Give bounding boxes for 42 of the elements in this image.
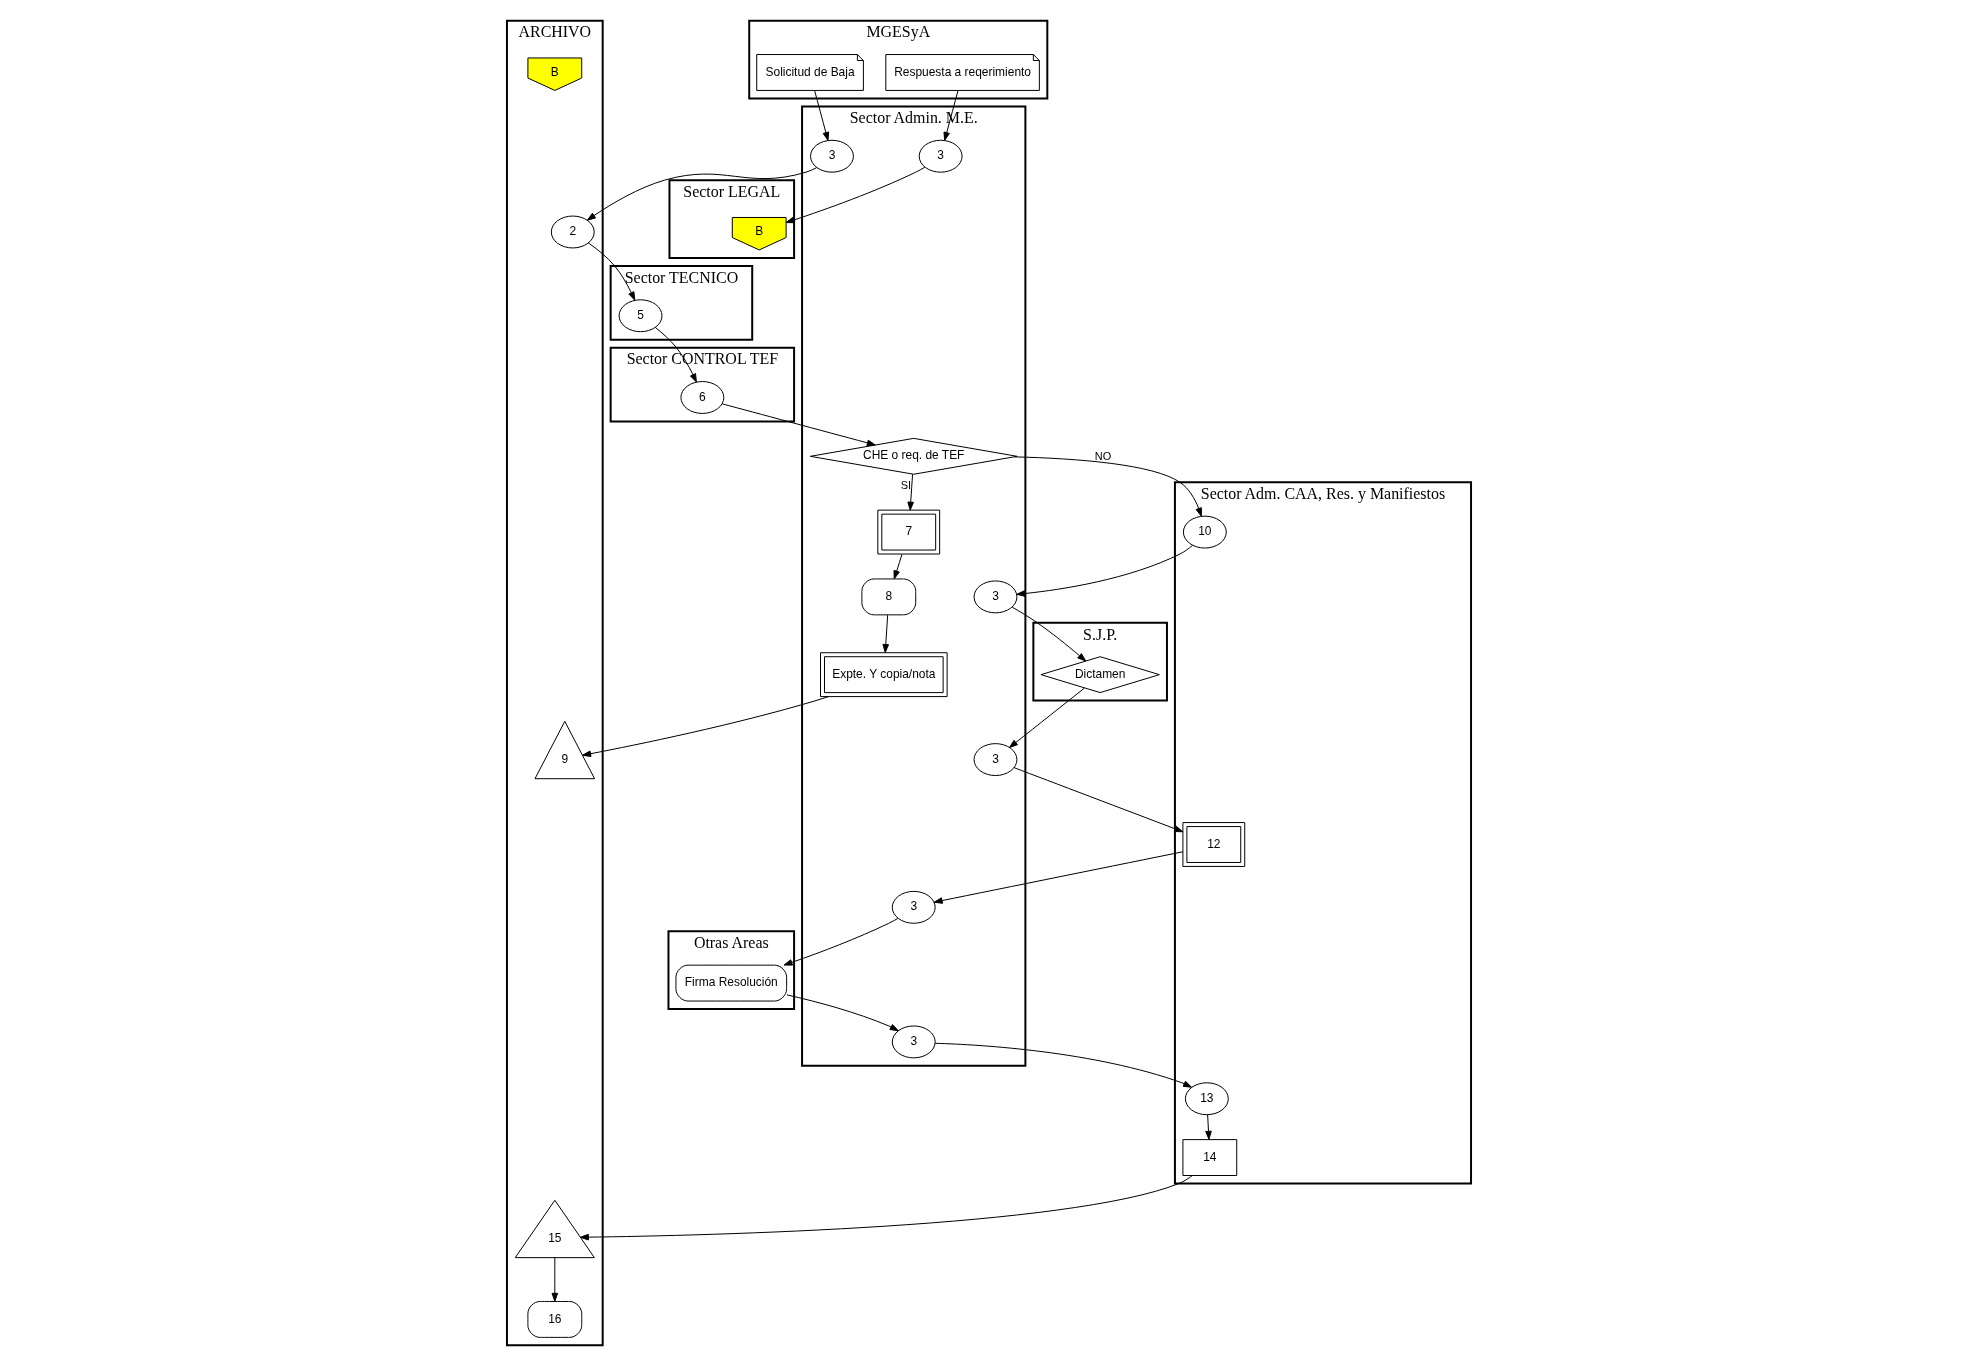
node-box: 8	[861, 578, 917, 616]
edge-label: NO	[1094, 450, 1112, 463]
arrow	[786, 994, 899, 1032]
arrow	[933, 851, 1184, 904]
node-ellipse: 3	[973, 743, 1018, 777]
node-ellipse: 3	[810, 139, 854, 173]
arrow	[907, 473, 914, 511]
node-ellipse: 3	[918, 139, 963, 173]
node-box: 7	[877, 509, 941, 555]
node-box: 12	[1182, 822, 1246, 867]
arrow	[882, 614, 890, 653]
node-ellipse: 2	[550, 215, 595, 249]
arrow	[654, 326, 697, 383]
node-ellipse: 3	[973, 580, 1018, 614]
node-ellipse: 3	[891, 890, 936, 924]
node-ellipse: 6	[680, 381, 725, 414]
arrow	[893, 553, 903, 580]
node-box: 14	[1182, 1139, 1238, 1176]
node-box: 16	[527, 1301, 583, 1338]
arrow	[579, 1175, 1193, 1241]
arrow	[586, 167, 818, 221]
arrow	[943, 90, 959, 141]
arrow	[1205, 1114, 1212, 1140]
arrow	[551, 1257, 559, 1302]
node-ellipse: 5	[618, 299, 663, 333]
node-ellipse: 10	[1182, 515, 1227, 549]
arrow	[721, 403, 876, 447]
arrow	[934, 1042, 1192, 1088]
arrow	[785, 166, 926, 224]
arrow	[814, 90, 830, 141]
arrow	[1009, 687, 1085, 748]
node-box: Expte. Y copia/nota	[820, 652, 948, 698]
arrow	[1013, 456, 1202, 517]
node-box: Firma Resolución	[675, 964, 788, 1002]
arrow	[587, 242, 636, 301]
arrow	[1011, 606, 1087, 662]
arrow	[1016, 544, 1193, 597]
edge-label: SI	[900, 479, 912, 492]
arrow	[582, 696, 829, 757]
arrow	[783, 917, 899, 966]
node-diamond: Dictamen	[1040, 656, 1160, 694]
arrow	[1013, 767, 1184, 833]
